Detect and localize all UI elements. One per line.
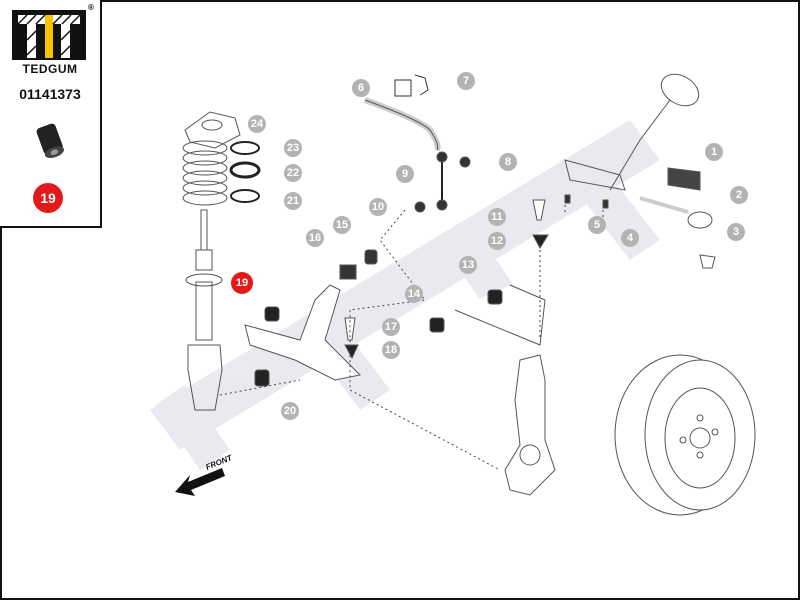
- callout-15[interactable]: 15: [333, 216, 351, 234]
- callout-5[interactable]: 5: [588, 216, 606, 234]
- callout-10[interactable]: 10: [369, 198, 387, 216]
- steering-assembly: [564, 73, 716, 269]
- registered-trademark: ®: [88, 3, 94, 12]
- callout-24[interactable]: 24: [248, 115, 266, 133]
- callout-7[interactable]: 7: [457, 72, 475, 90]
- part-info-panel: ® TEDGUM 01141373 19: [0, 0, 102, 228]
- lower-control-arm: [244, 249, 378, 387]
- callout-11[interactable]: 11: [488, 208, 506, 226]
- wheel: [614, 354, 756, 516]
- strut-assembly: [182, 111, 261, 411]
- callout-12[interactable]: 12: [488, 232, 506, 250]
- steering-knuckle: [504, 354, 556, 496]
- callout-16[interactable]: 16: [306, 229, 324, 247]
- front-arrow-icon: [175, 468, 225, 496]
- callout-3[interactable]: 3: [727, 223, 745, 241]
- brand-name: TEDGUM: [22, 62, 78, 76]
- position-badge: 19: [33, 183, 63, 213]
- assembly-guide-lines: [219, 205, 604, 471]
- callout-6[interactable]: 6: [352, 79, 370, 97]
- callout-1[interactable]: 1: [705, 143, 723, 161]
- coil-spring: [182, 140, 228, 206]
- callout-22[interactable]: 22: [284, 164, 302, 182]
- callout-2[interactable]: 2: [730, 186, 748, 204]
- callout-20[interactable]: 20: [281, 402, 299, 420]
- callout-4[interactable]: 4: [621, 229, 639, 247]
- part-number: 01141373: [19, 86, 81, 102]
- tedgum-logo-icon: [12, 10, 86, 60]
- callout-19-highlighted[interactable]: 19: [231, 272, 253, 294]
- callout-9[interactable]: 9: [396, 165, 414, 183]
- callout-13[interactable]: 13: [459, 256, 477, 274]
- callout-23[interactable]: 23: [284, 139, 302, 157]
- callout-8[interactable]: 8: [499, 153, 517, 171]
- bushing-thumbnail-icon: [36, 123, 64, 159]
- callout-18[interactable]: 18: [382, 341, 400, 359]
- stabilizer-bar: [363, 74, 471, 213]
- callout-21[interactable]: 21: [284, 192, 302, 210]
- callout-14[interactable]: 14: [405, 285, 423, 303]
- upper-control-arm: [344, 199, 549, 360]
- callout-17[interactable]: 17: [382, 318, 400, 336]
